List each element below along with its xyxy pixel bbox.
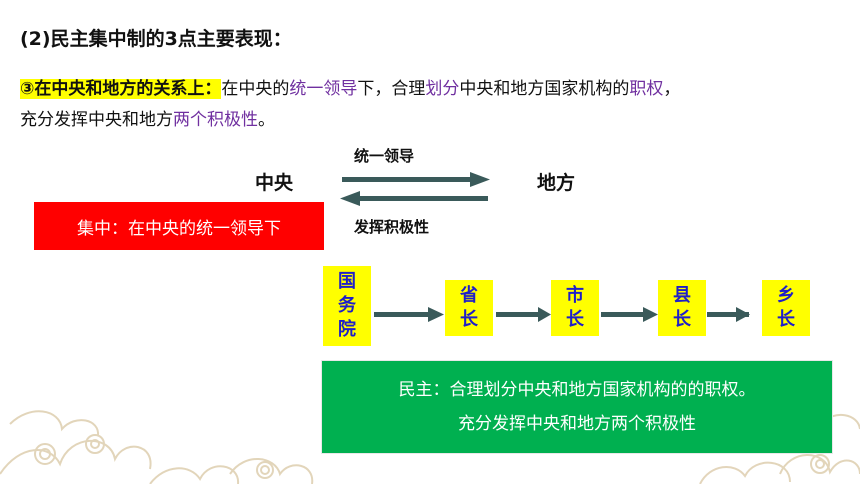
democracy-box: 民主：合理划分中央和地方国家机构的的职权。 充分发挥中央和地方两个积极性 — [321, 360, 833, 454]
page-heading: (2)民主集中制的3点主要表现： — [20, 28, 292, 50]
hierarchy-arrows — [374, 307, 750, 322]
hierarchy-char: 长 — [566, 309, 584, 330]
para-text: 中央和地方国家机构的 — [459, 79, 630, 99]
hierarchy-township: 乡 长 — [762, 280, 810, 336]
central-label: 中央 — [255, 172, 294, 194]
hierarchy-state-council: 国 务 院 — [323, 266, 371, 346]
hierarchy-county: 县 长 — [658, 280, 706, 336]
flow-arrow — [707, 307, 750, 322]
hierarchy-char: 县 — [673, 285, 691, 306]
right-arrow — [342, 172, 490, 187]
bidirectional-arrows — [340, 172, 490, 206]
flow-arrow — [374, 307, 444, 322]
hierarchy-province: 省 长 — [445, 280, 493, 336]
para-text: 在中央的 — [221, 79, 290, 99]
hierarchy-char: 省 — [460, 285, 478, 306]
democracy-line-1: 民主：合理划分中央和地方国家机构的的职权。 — [398, 380, 756, 400]
para-text: 充分发挥中央和地方 — [20, 110, 173, 130]
flow-arrow — [601, 307, 658, 322]
hierarchy-char: 长 — [673, 309, 691, 330]
cloud-pattern-background — [0, 410, 860, 484]
hierarchy-char: 长 — [777, 309, 795, 330]
para-keyword: 统一领导 — [289, 79, 358, 99]
hierarchy-char: 院 — [338, 319, 356, 340]
centralism-box: 集中：在中央的统一领导下 — [34, 202, 324, 250]
hierarchy-city: 市 长 — [551, 280, 599, 336]
highlighted-lead: ③在中央和地方的关系上： — [20, 79, 222, 99]
flow-arrow — [496, 307, 551, 322]
hierarchy-char: 长 — [460, 309, 478, 330]
hierarchy-char: 国 — [338, 271, 356, 292]
para-keyword: 职权 — [629, 79, 664, 99]
relationship-paragraph: ③在中央和地方的关系上：在中央的统一领导下，合理划分中央和地方国家机构的职权， 充… — [20, 74, 840, 136]
para-text: 下，合理 — [357, 79, 426, 99]
democracy-line-2: 充分发挥中央和地方两个积极性 — [458, 414, 696, 434]
hierarchy-char: 务 — [338, 295, 356, 316]
para-keyword: 两个积极性 — [173, 110, 258, 130]
local-label: 地方 — [537, 172, 576, 194]
hierarchy-char: 市 — [566, 285, 584, 306]
para-text: 。 — [258, 110, 275, 130]
bottom-arrow-label: 发挥积极性 — [354, 218, 430, 236]
para-text: ， — [663, 79, 681, 99]
para-keyword: 划分 — [425, 79, 460, 99]
top-arrow-label: 统一领导 — [354, 147, 415, 165]
left-arrow — [340, 191, 488, 206]
hierarchy-char: 乡 — [777, 285, 795, 306]
